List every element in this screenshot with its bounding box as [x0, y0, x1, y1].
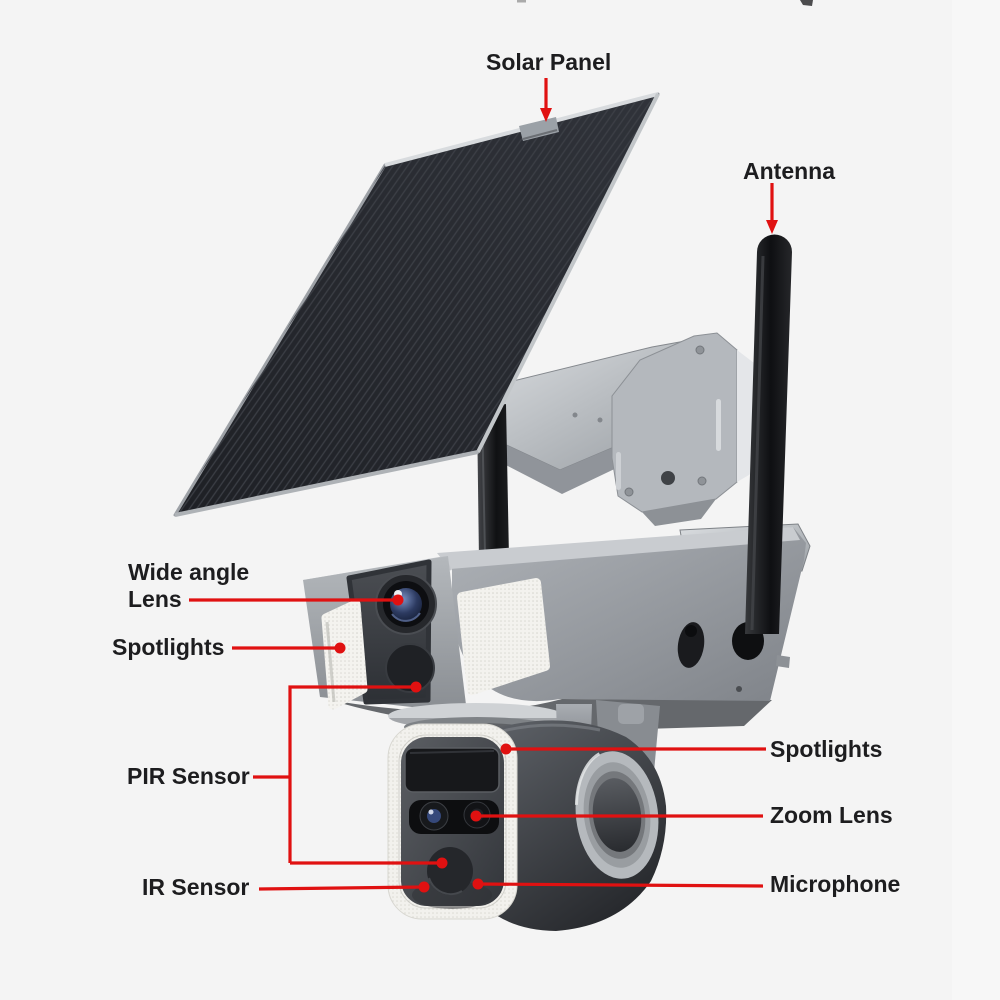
sensor-window — [404, 747, 500, 793]
pir-sensor-body-graphic — [385, 643, 435, 693]
callout-antenna — [766, 183, 778, 234]
cable-port — [677, 622, 705, 668]
callout-ir-sensor — [258, 881, 430, 893]
callout-solar-panel — [540, 78, 552, 122]
camera-body — [303, 527, 806, 732]
label-zoom-lens: Zoom Lens — [770, 802, 893, 828]
spotlight-right-graphic — [457, 578, 550, 695]
label-pir-sensor: PIR Sensor — [127, 763, 250, 789]
callout-microphone — [472, 878, 764, 890]
solar-panel-tab — [519, 117, 559, 141]
callout-spotlights-right — [500, 743, 766, 755]
callout-spotlights-left — [232, 642, 346, 654]
label-microphone: Microphone — [770, 871, 901, 897]
pir-sensor-head-graphic — [427, 847, 473, 896]
antenna-graphic — [732, 234, 792, 668]
label-antenna: Antenna — [743, 158, 835, 184]
callout-wide-angle-lens — [189, 594, 404, 606]
background-seam — [952, 0, 1000, 1000]
wide-angle-lens-graphic — [375, 573, 437, 635]
callout-pir-sensor — [253, 681, 448, 869]
label-solar-panel: Solar Panel — [486, 49, 612, 75]
label-spotlights-right: Spotlights — [770, 736, 883, 762]
label-spotlights-left: Spotlights — [112, 634, 225, 660]
spotlight-left-graphic — [321, 599, 368, 710]
solar-panel-graphic — [173, 92, 660, 517]
callout-zoom-lens — [470, 810, 763, 822]
label-ir-sensor: IR Sensor — [142, 874, 250, 900]
ptz-head — [387, 720, 667, 931]
label-wide-angle-lens: Wide angle Lens — [128, 559, 250, 612]
cropped-text-fragment — [517, 0, 813, 6]
callouts — [189, 78, 778, 893]
